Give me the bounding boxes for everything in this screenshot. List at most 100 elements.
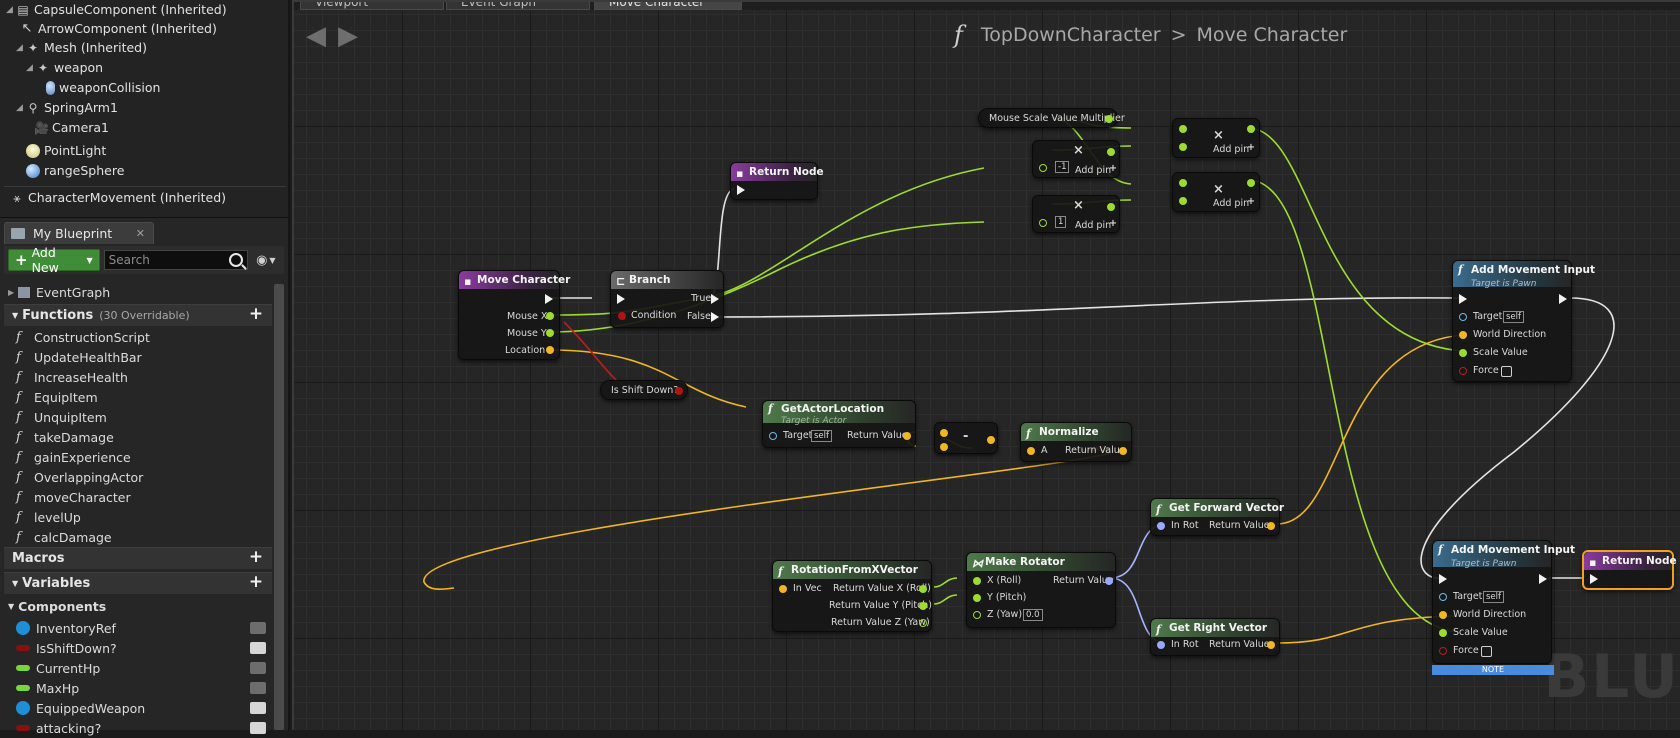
tab-move-character[interactable]: Move Character bbox=[594, 2, 742, 10]
multiply-node-b[interactable]: 1 × Add pin + bbox=[1032, 195, 1120, 233]
variable-item[interactable]: MaxHp bbox=[4, 678, 272, 698]
search-input[interactable]: Search bbox=[103, 250, 248, 270]
variable-item[interactable]: IsShiftDown? bbox=[4, 638, 272, 658]
input-pin[interactable] bbox=[1039, 219, 1047, 227]
breadcrumb-class[interactable]: TopDownCharacter bbox=[980, 24, 1161, 46]
return-node-bottom[interactable]: ▪Return Node bbox=[1582, 550, 1677, 590]
in-vec-pin[interactable] bbox=[779, 585, 787, 593]
scale-value-pin[interactable] bbox=[1459, 349, 1467, 357]
subtract-node[interactable]: - bbox=[934, 422, 998, 454]
target-pin[interactable] bbox=[1459, 313, 1467, 321]
multiply-node-d[interactable]: × Add pin + bbox=[1172, 172, 1260, 212]
a-pin[interactable] bbox=[1027, 447, 1035, 455]
condition-pin[interactable] bbox=[618, 312, 626, 320]
return-value-pin[interactable] bbox=[903, 432, 911, 440]
tree-item[interactable]: PointLight bbox=[26, 141, 106, 161]
input-pin[interactable] bbox=[940, 429, 948, 437]
tree-item[interactable]: rangeSphere bbox=[26, 161, 124, 181]
z-yaw-value[interactable]: 0.0 bbox=[1023, 609, 1043, 621]
exec-input-pin[interactable] bbox=[737, 185, 745, 195]
plus-icon[interactable]: + bbox=[1109, 163, 1117, 174]
tree-item[interactable]: ◢✦Mesh (Inherited) bbox=[16, 40, 147, 55]
force-pin[interactable] bbox=[1459, 367, 1467, 375]
exec-input-pin[interactable] bbox=[1439, 574, 1447, 584]
return-value-pin[interactable] bbox=[1119, 447, 1127, 455]
true-exec-pin[interactable] bbox=[711, 294, 719, 304]
variable-item[interactable]: EquippedWeapon bbox=[4, 698, 272, 718]
move-character-entry-node[interactable]: ▪Move Character Mouse X Mouse Y Location bbox=[458, 270, 570, 360]
tab-viewport[interactable]: Viewport bbox=[300, 2, 444, 10]
exec-input-pin[interactable] bbox=[1590, 574, 1598, 584]
visibility-eye-icon[interactable] bbox=[250, 662, 266, 674]
plus-icon[interactable]: + bbox=[1247, 196, 1255, 207]
output-pin[interactable] bbox=[987, 436, 995, 444]
exec-input-pin[interactable] bbox=[1459, 294, 1467, 304]
return-y-pin[interactable] bbox=[919, 602, 927, 610]
input-pin[interactable] bbox=[1039, 164, 1047, 172]
input-pin[interactable] bbox=[1179, 179, 1187, 187]
output-pin[interactable] bbox=[1107, 148, 1115, 156]
add-function-button[interactable]: + bbox=[248, 304, 264, 324]
z-yaw-pin[interactable] bbox=[973, 611, 981, 619]
variables-section[interactable]: ▼ Variables + bbox=[4, 572, 272, 594]
output-pin[interactable] bbox=[675, 387, 683, 395]
in-rot-pin[interactable] bbox=[1157, 522, 1165, 530]
tree-item[interactable]: ↖ArrowComponent (Inherited) bbox=[21, 21, 217, 36]
mouse-x-pin[interactable] bbox=[546, 312, 554, 320]
mouse-scale-value-multiplier-node[interactable]: Mouse Scale Value Multiplier bbox=[978, 108, 1125, 128]
mouse-y-pin[interactable] bbox=[546, 329, 554, 337]
visibility-eye-icon[interactable] bbox=[250, 702, 266, 714]
plus-icon[interactable]: + bbox=[1109, 218, 1117, 229]
input-pin[interactable] bbox=[1179, 197, 1187, 205]
input-pin[interactable] bbox=[1179, 125, 1187, 133]
return-value-pin[interactable] bbox=[1105, 577, 1113, 585]
note-bar[interactable]: NOTE bbox=[1432, 665, 1554, 675]
tree-item[interactable]: weaponCollision bbox=[46, 78, 160, 98]
variable-item[interactable]: InventoryRef bbox=[4, 618, 272, 638]
variable-item[interactable]: CurrentHp bbox=[4, 658, 272, 678]
macros-section[interactable]: Macros + bbox=[4, 547, 272, 569]
branch-node[interactable]: ⊏Branch True Condition False bbox=[610, 270, 724, 328]
view-options-button[interactable]: ◉▼ bbox=[252, 250, 280, 270]
tree-item[interactable]: ◢⚲SpringArm1 bbox=[16, 100, 118, 115]
tree-item[interactable]: ⚹CharacterMovement (Inherited) bbox=[10, 188, 226, 208]
exec-output-pin[interactable] bbox=[1539, 574, 1547, 584]
multiply-node-a[interactable]: -1 × Add pin + bbox=[1032, 140, 1120, 178]
return-z-pin[interactable] bbox=[919, 619, 927, 627]
forward-arrow-icon[interactable]: ▶ bbox=[338, 21, 358, 51]
exec-input-pin[interactable] bbox=[617, 294, 625, 304]
input-pin[interactable] bbox=[1179, 143, 1187, 151]
world-direction-pin[interactable] bbox=[1459, 331, 1467, 339]
visibility-eye-icon[interactable] bbox=[250, 722, 266, 734]
output-pin[interactable] bbox=[1247, 125, 1255, 133]
my-blueprint-tab[interactable]: My Blueprint ✕ bbox=[4, 222, 154, 244]
exec-output-pin[interactable] bbox=[545, 294, 553, 304]
plus-icon[interactable]: + bbox=[1247, 142, 1255, 153]
x-roll-pin[interactable] bbox=[973, 577, 981, 585]
visibility-eye-icon[interactable] bbox=[250, 622, 266, 634]
close-icon[interactable]: ✕ bbox=[135, 227, 145, 240]
false-exec-pin[interactable] bbox=[711, 312, 719, 322]
tree-item[interactable]: 🎥Camera1 bbox=[34, 120, 110, 135]
output-pin[interactable] bbox=[1107, 203, 1115, 211]
return-value-pin[interactable] bbox=[1267, 522, 1275, 530]
output-pin[interactable] bbox=[1105, 115, 1113, 123]
blueprint-graph[interactable]: Viewport Event Graph Move Character ◀ ▶ … bbox=[292, 0, 1680, 730]
add-variable-button[interactable]: + bbox=[248, 572, 264, 592]
force-pin[interactable] bbox=[1439, 647, 1447, 655]
visibility-eye-icon[interactable] bbox=[250, 682, 266, 694]
in-rot-pin[interactable] bbox=[1157, 641, 1165, 649]
panel-scrollbar[interactable] bbox=[274, 284, 284, 730]
target-pin[interactable] bbox=[769, 432, 777, 440]
functions-section[interactable]: ▼ Functions (30 Overridable) + bbox=[4, 304, 272, 326]
world-direction-pin[interactable] bbox=[1439, 611, 1447, 619]
